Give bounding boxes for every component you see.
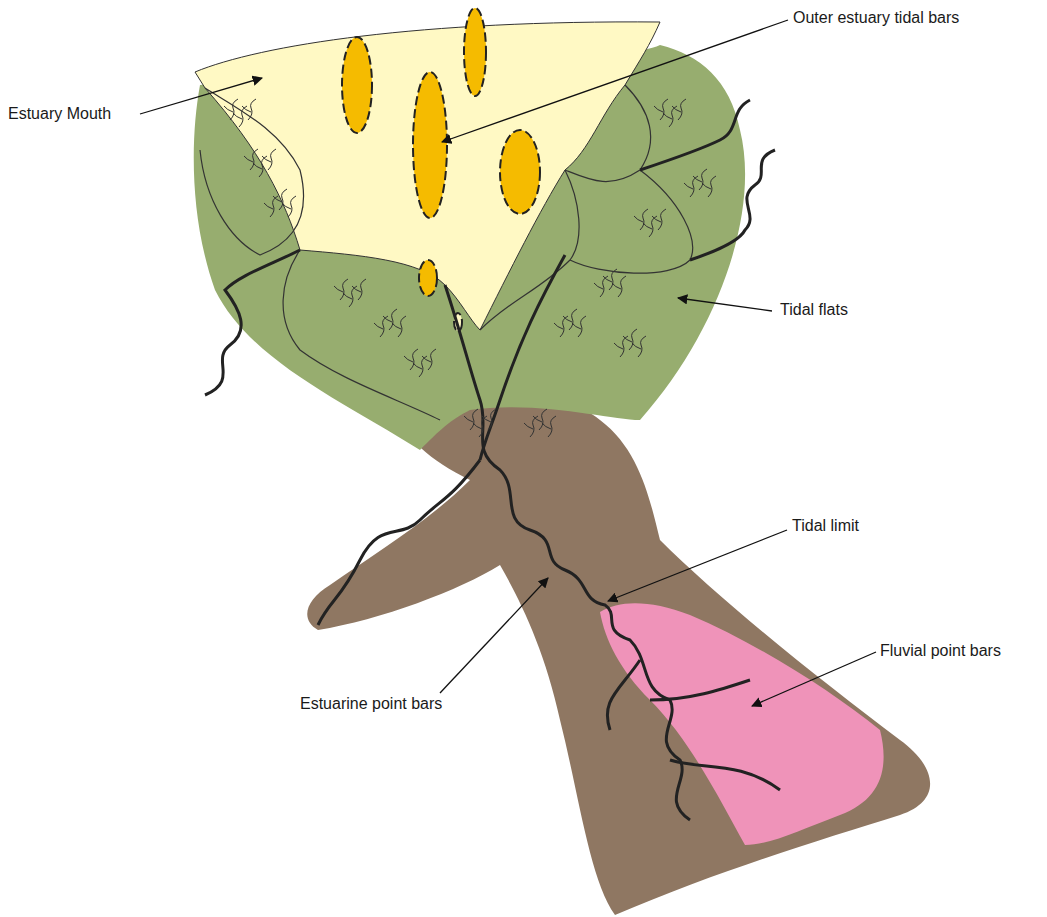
tidal-bars: [342, 8, 540, 331]
estuarine-zone: [307, 391, 930, 915]
region-label: Tidal flats: [780, 300, 848, 319]
tidal-creeks: [224, 99, 716, 437]
region-label: Fluvial point bars: [880, 641, 1001, 660]
flat-outlines: [200, 85, 693, 420]
fluvial-zone: [600, 603, 884, 845]
region-label: Estuarine point bars: [300, 694, 442, 713]
region-label: Estuary Mouth: [8, 104, 111, 123]
region-label: Tidal limit: [792, 516, 859, 535]
channels: [205, 100, 780, 820]
estuary-mouth-water: [195, 22, 660, 330]
region-label: Outer estuary tidal bars: [793, 8, 959, 27]
leader-arrows: [140, 20, 876, 706]
